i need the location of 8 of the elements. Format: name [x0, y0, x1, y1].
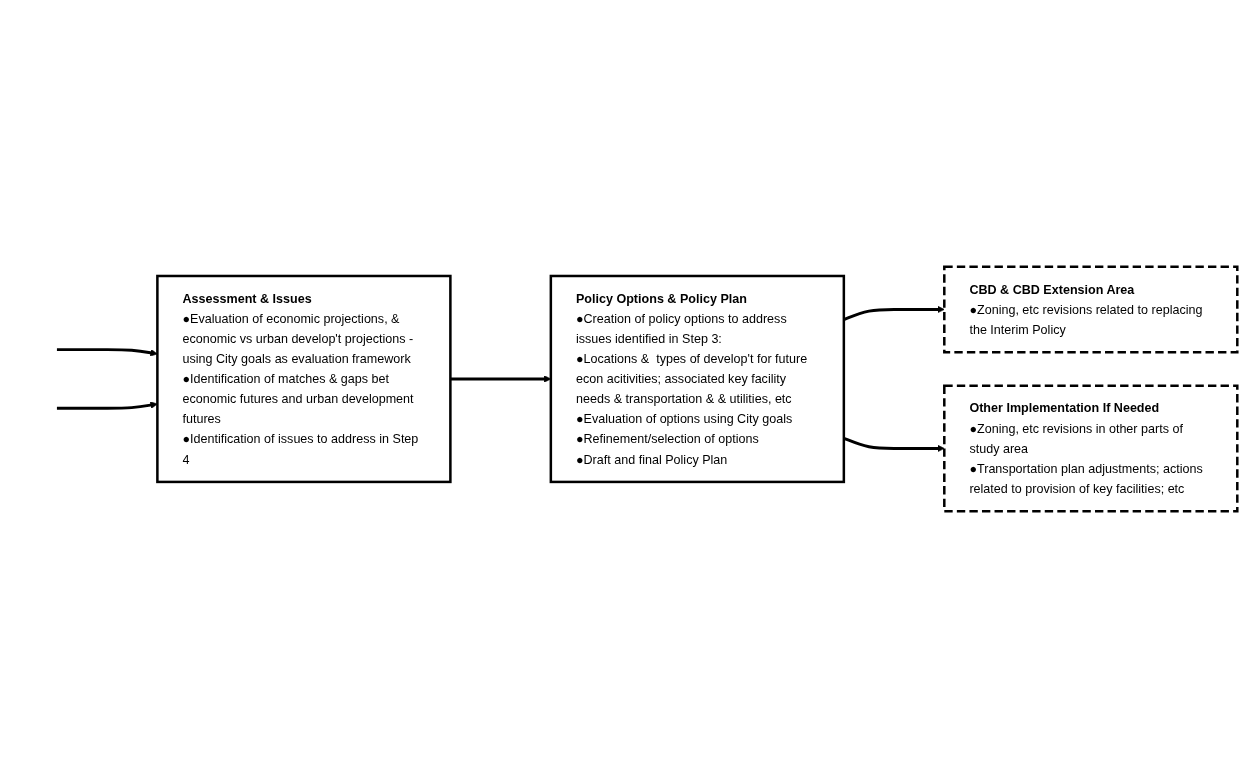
node-box: Other Implementation If Needed ●Zoning, etc revisions in other parts of study area ●Transportation plan adjustments; actions related to provision of key facilities; etc — [943, 384, 1239, 513]
node-box: Assessment & Issues ●Evaluation of economic projections, & economic vs urban develop't projections - using City goals as evaluation framework ●Identification of matches & gaps bet economic futures and urban development futures ●Identification of issues to address in Step 4 — [156, 274, 452, 484]
arrow — [56, 401, 158, 410]
arrow — [56, 348, 158, 357]
node-box: Policy Options & Policy Plan ●Creation of policy options to address issues identified in Step 3: ●Locations & types of develop't for future econ acitivities; associated key facility needs & transportation & & utilities, etc ●Evaluation of options using City goals ●Refinement/selection of options ●Draft and final Policy Plan — [549, 274, 846, 484]
node-box: CBD & CBD Extension Area ●Zoning, etc revisions related to replacing the Interim Policy — [943, 265, 1239, 354]
arrow — [843, 305, 945, 321]
arrow — [843, 436, 945, 453]
